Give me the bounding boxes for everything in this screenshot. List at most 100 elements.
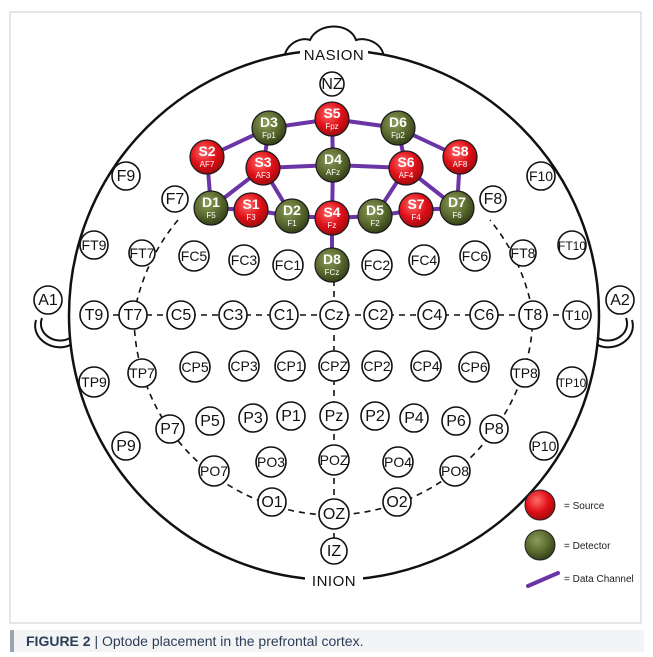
optode-position: F5: [206, 211, 216, 220]
optode-id: S8: [451, 143, 468, 159]
electrode-label: F7: [166, 191, 185, 208]
optode-id: S2: [198, 143, 215, 159]
electrode-label: FC2: [364, 257, 391, 273]
legend-channel-label: = Data Channel: [564, 574, 634, 585]
electrode-marker: [319, 71, 345, 97]
optode-marker: [357, 198, 393, 234]
electrode-label: FT8: [511, 245, 536, 261]
optode-marker: [314, 200, 350, 236]
electrode-label: FT7: [130, 245, 155, 261]
electrode-label: CP4: [412, 358, 439, 374]
optode-id: D1: [202, 194, 220, 210]
electrode-marker: [128, 239, 156, 267]
electrode-marker: [178, 240, 210, 272]
optode-position: AFz: [326, 168, 340, 177]
electrode-label: C4: [422, 307, 443, 324]
electrode-marker: [319, 300, 349, 330]
electrode-label: PO4: [384, 454, 412, 470]
legend-channel-line: [526, 571, 560, 588]
electrode-c1: C1: [269, 300, 299, 330]
electrode-marker: [179, 351, 211, 383]
electrode-label: F8: [484, 191, 503, 208]
electrode-t8: T8: [518, 300, 548, 330]
electrode-t9: T9: [79, 300, 109, 330]
electrode-label: Cz: [324, 307, 344, 324]
electrode-fc6: FC6: [459, 240, 491, 272]
electrode-marker: [459, 240, 491, 272]
optode-position: FCz: [325, 268, 340, 277]
electrode-tp9: TP9: [78, 366, 110, 398]
electrode-label: T9: [85, 307, 104, 324]
electrode-marker: [269, 300, 299, 330]
electrode-tp10: TP10: [556, 366, 588, 398]
legend-source-label: = Source: [564, 501, 605, 512]
optode-position: F2: [370, 219, 380, 228]
electrode-t7: T7: [118, 300, 148, 330]
electrode-p10: P10: [529, 431, 559, 461]
electrode-marker: [166, 300, 196, 330]
electrode-marker: [382, 446, 414, 478]
electrode-f7: F7: [161, 185, 189, 213]
electrode-p6: P6: [441, 406, 471, 436]
figure-caption: FIGURE 2 | Optode placement in the prefr…: [26, 633, 363, 649]
electrode-cz: Cz: [319, 300, 349, 330]
optode-position: F3: [246, 213, 256, 222]
electrode-label: P7: [160, 421, 180, 438]
electrode-label: T10: [565, 307, 589, 323]
electrode-label: P2: [365, 408, 385, 425]
electrode-cpz: CPZ: [318, 350, 350, 382]
electrode-label: FC3: [231, 252, 258, 268]
electrode-label: O2: [386, 494, 407, 511]
electrode-c5: C5: [166, 300, 196, 330]
optode-position: Fpz: [325, 122, 338, 131]
electrode-marker: [195, 406, 225, 436]
electrode-p3: P3: [238, 403, 268, 433]
legend: = Source = Detector = Data Channel: [524, 489, 634, 588]
caption-bar: FIGURE 2 | Optode placement in the prefr…: [10, 630, 644, 652]
optode-marker: [314, 247, 350, 283]
electrode-marker: [469, 300, 499, 330]
electrode-marker: [556, 366, 588, 398]
electrode-marker: [79, 300, 109, 330]
caption-text: Optode placement in the prefrontal corte…: [102, 633, 364, 649]
electrode-ft7: FT7: [128, 239, 156, 267]
electrode-f9: F9: [111, 161, 141, 191]
electrode-marker: [562, 300, 592, 330]
electrode-ft9: FT9: [79, 230, 109, 260]
electrode-cp4: CP4: [410, 350, 442, 382]
electrode-label: FC4: [411, 252, 438, 268]
optode-position: Fp1: [262, 131, 276, 140]
optode-marker: [442, 139, 478, 175]
electrode-marker: [318, 350, 350, 382]
electrode-marker: [255, 446, 287, 478]
optode-marker: [245, 150, 281, 186]
electrode-f10: F10: [526, 161, 556, 191]
electrode-marker: [408, 244, 440, 276]
electrode-fc2: FC2: [361, 249, 393, 281]
electrode-marker: [526, 161, 556, 191]
optode-position: Fz: [328, 221, 337, 230]
optode-id: S1: [242, 196, 259, 212]
optode-position: AF3: [256, 171, 271, 180]
electrode-marker: [155, 414, 185, 444]
inion-label: INION: [312, 573, 356, 590]
electrode-cp3: CP3: [228, 350, 260, 382]
electrode-marker: [360, 401, 390, 431]
electrode-o1: O1: [257, 487, 287, 517]
electrode-marker: [218, 300, 248, 330]
electrode-nz: NZ: [319, 71, 345, 97]
electrode-label: C2: [368, 307, 389, 324]
right-ear: [595, 317, 634, 349]
electrode-label: CP6: [460, 359, 487, 375]
electrode-marker: [111, 431, 141, 461]
electrode-marker: [319, 401, 349, 431]
figure-number: FIGURE 2: [26, 633, 91, 649]
